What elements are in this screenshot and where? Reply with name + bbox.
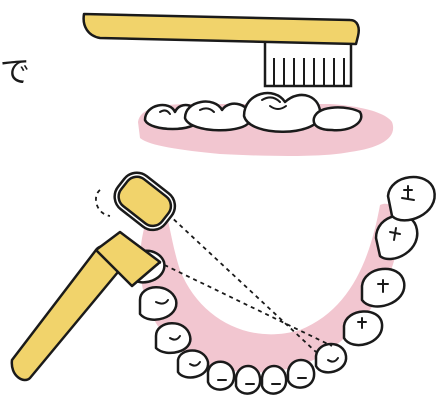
tooth-r4 (316, 344, 346, 372)
top-panel (84, 14, 394, 156)
tufted-brush-handle (12, 246, 123, 380)
toothbrush-handle-top (84, 14, 359, 44)
brush-bristles-top (265, 40, 351, 86)
tufted-brush (108, 166, 181, 236)
molar-4 (314, 107, 362, 130)
tooth-f1 (208, 362, 234, 390)
bottom-panel (12, 166, 435, 393)
dashed-guide-3 (96, 190, 110, 216)
tooth-f3 (262, 366, 286, 394)
molar-2 (185, 102, 250, 131)
tooth-r3 (344, 311, 382, 345)
tooth-l4 (178, 351, 208, 378)
tooth-f4 (288, 360, 314, 388)
tooth-f2 (236, 366, 260, 394)
molar-3 (244, 93, 320, 132)
tooth-r1 (376, 216, 417, 259)
tooth-l3 (156, 323, 190, 353)
